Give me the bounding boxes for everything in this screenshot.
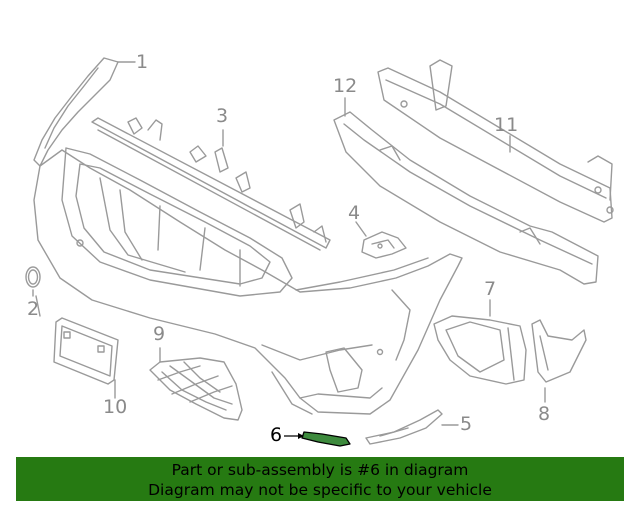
banner-line-disclaimer: Diagram may not be specific to your vehi…: [148, 481, 492, 499]
callout-8[interactable]: 8: [538, 403, 551, 425]
part-4-bracket: [361, 231, 407, 259]
callout-12[interactable]: 12: [333, 75, 358, 97]
callout-6[interactable]: 6: [270, 424, 283, 446]
part-11-impact-beam: [377, 59, 614, 223]
info-banner: Part or sub-assembly is #6 in diagram Di…: [16, 457, 624, 501]
callout-11[interactable]: 11: [494, 114, 519, 136]
part-2-cap: [25, 266, 41, 288]
part-12-absorber: [333, 111, 599, 285]
callout-7[interactable]: 7: [484, 278, 497, 300]
banner-line-part: Part or sub-assembly is #6 in diagram: [171, 461, 469, 479]
part-9-side-grille: [149, 357, 243, 421]
callout-1[interactable]: 1: [136, 51, 149, 73]
part-10-plate-bracket: [53, 317, 119, 385]
callout-10[interactable]: 10: [103, 396, 128, 418]
part-8-bracket: [531, 319, 587, 383]
callout-5[interactable]: 5: [460, 413, 473, 435]
part-7-bracket: [433, 315, 527, 385]
callout-9[interactable]: 9: [153, 323, 166, 345]
callout-4[interactable]: 4: [348, 202, 361, 224]
part-1-upper-trim: [33, 57, 119, 167]
part-6-highlighted[interactable]: [284, 431, 351, 447]
part-3-reinforcement: [91, 117, 331, 251]
part-5-side-trim: [365, 409, 443, 445]
callout-leaders: [32, 61, 546, 426]
callout-3[interactable]: 3: [216, 105, 229, 127]
callout-2[interactable]: 2: [27, 298, 40, 320]
bumper-cover: [33, 147, 463, 415]
